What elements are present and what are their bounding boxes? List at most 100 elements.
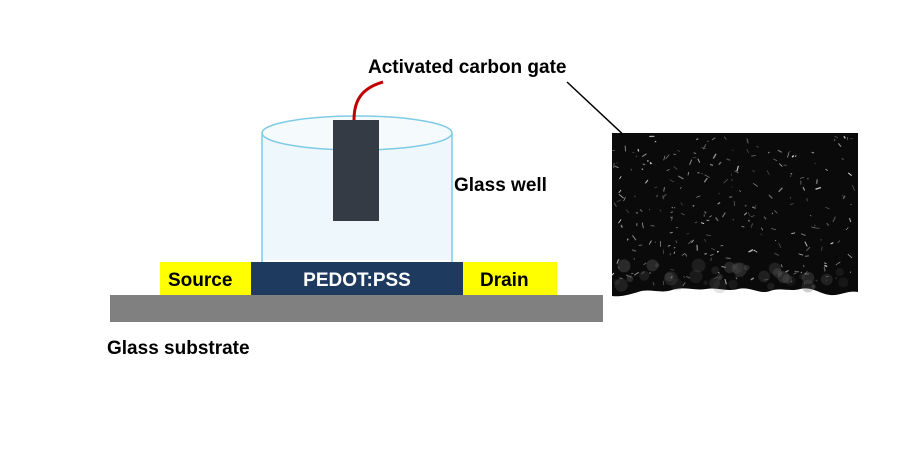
speckle xyxy=(641,153,647,157)
speckle xyxy=(669,253,672,256)
speckle xyxy=(709,253,714,257)
speckle xyxy=(722,212,726,218)
speckle xyxy=(631,234,637,241)
speckle xyxy=(748,248,754,253)
speckle xyxy=(707,140,709,143)
speckle xyxy=(669,179,675,183)
haze xyxy=(801,279,815,293)
speckle xyxy=(751,155,756,157)
haze xyxy=(735,268,740,273)
gate-label: Activated carbon gate xyxy=(368,57,567,78)
speckle xyxy=(763,216,767,220)
speckle xyxy=(747,212,751,217)
speckle xyxy=(644,179,649,184)
speckle xyxy=(800,271,803,274)
speckle xyxy=(641,271,645,275)
speckle xyxy=(625,209,630,214)
haze xyxy=(785,275,796,286)
speckle xyxy=(635,155,638,157)
speckle xyxy=(771,212,774,215)
haze xyxy=(768,262,782,275)
speckle xyxy=(697,158,701,163)
speckle xyxy=(683,275,686,279)
speckle xyxy=(654,241,656,243)
speckle xyxy=(687,171,690,176)
speckle xyxy=(723,178,729,184)
speckle xyxy=(679,186,682,189)
speckle xyxy=(825,275,829,278)
haze xyxy=(716,275,722,281)
speckle xyxy=(696,195,701,198)
speckle xyxy=(682,282,686,287)
speckle xyxy=(618,189,622,194)
drain-electrode xyxy=(462,262,557,295)
substrate-label: Glass substrate xyxy=(107,338,250,359)
speckle xyxy=(616,259,619,264)
speckle xyxy=(673,251,676,254)
speckle xyxy=(709,164,714,166)
speckle xyxy=(665,154,670,160)
speckle xyxy=(648,208,651,211)
speckle xyxy=(666,169,670,171)
speckle xyxy=(667,245,671,247)
speckle xyxy=(670,276,673,279)
haze xyxy=(709,277,720,289)
speckle xyxy=(642,163,646,166)
haze xyxy=(655,263,660,268)
speckle xyxy=(691,239,695,244)
speckle xyxy=(714,216,719,222)
haze xyxy=(689,269,703,284)
haze xyxy=(777,270,783,276)
haze xyxy=(811,284,816,289)
speckle xyxy=(816,179,818,184)
speckle xyxy=(750,215,755,218)
haze xyxy=(711,266,720,275)
speckle xyxy=(767,151,770,154)
speckle xyxy=(728,196,733,198)
micrograph-speckles xyxy=(610,135,855,294)
speckle xyxy=(806,246,811,252)
speckle xyxy=(704,174,710,178)
speckle xyxy=(841,157,845,161)
speckle xyxy=(735,275,740,277)
speckle xyxy=(804,241,808,247)
speckle xyxy=(685,253,687,257)
speckle xyxy=(641,168,644,171)
haze xyxy=(717,273,723,280)
speckle xyxy=(778,242,782,249)
speckle xyxy=(847,253,853,259)
speckle xyxy=(619,176,622,180)
speckle xyxy=(613,162,615,168)
haze xyxy=(731,262,743,275)
speckle xyxy=(721,266,727,268)
haze xyxy=(664,272,674,282)
speckle xyxy=(768,194,773,199)
speckle xyxy=(731,179,733,181)
speckle xyxy=(638,244,643,246)
speckle xyxy=(731,186,733,188)
speckle xyxy=(642,222,644,229)
speckle xyxy=(718,161,722,166)
speckle xyxy=(789,175,792,177)
speckle xyxy=(774,210,778,214)
speckle xyxy=(717,271,720,274)
gate-lead-wire xyxy=(352,80,384,121)
speckle xyxy=(852,185,855,191)
speckle xyxy=(734,170,739,174)
speckle xyxy=(842,195,846,200)
speckle xyxy=(826,222,830,226)
speckle xyxy=(845,227,849,231)
speckle xyxy=(780,264,783,268)
speckle xyxy=(821,246,823,251)
speckle xyxy=(639,209,643,212)
haze xyxy=(712,279,727,294)
speckle xyxy=(681,253,686,256)
speckle xyxy=(617,266,620,269)
speckle xyxy=(680,213,685,216)
speckle xyxy=(850,203,852,206)
haze xyxy=(691,258,706,273)
speckle xyxy=(700,222,705,225)
speckle xyxy=(733,200,736,207)
speckle xyxy=(661,195,665,200)
speckle xyxy=(695,138,699,141)
